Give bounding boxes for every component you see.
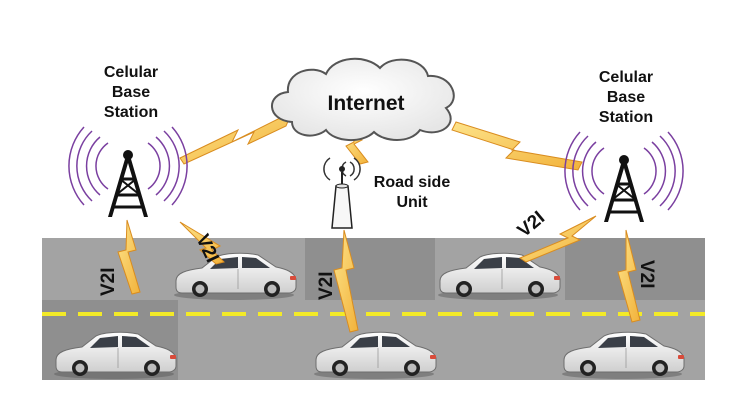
v2i-label-right-diagonal: V2I [514,207,549,241]
lightning-tower-left-car [117,219,141,295]
v2i-label-center-vertical: V2I [316,271,337,300]
cell-tower-icon [563,130,685,224]
lightning-tower-left-internet [179,110,293,165]
internet-label: Internet [327,92,404,115]
cell-tower-icon [67,125,189,219]
svg-text:Celular: Celular [599,69,653,86]
v2i-label-right-vertical: V2I [636,260,657,289]
road-side-unit-icon [323,157,361,229]
svg-text:Station: Station [599,109,653,126]
svg-text:Unit: Unit [396,194,428,211]
lightning-internet-rsu [345,128,369,165]
svg-text:Station: Station [104,104,158,121]
svg-text:Celular: Celular [104,64,158,81]
internet-cloud: Internet [271,57,455,141]
wireless-links [117,110,641,333]
svg-text:Road side: Road side [374,174,451,191]
road-side-unit: Road side Unit [323,157,451,229]
v2i-label-left-vertical: V2I [98,267,119,296]
tower-right-label: Celular Base Station [599,69,653,126]
svg-text:Base: Base [607,89,645,106]
svg-text:Base: Base [112,84,150,101]
lightning-tower-left-car2 [179,221,225,265]
cell-tower-left [67,125,189,219]
lightning-rsu-car [333,229,359,333]
cell-tower-right [563,130,685,224]
lightning-tower-right-car [518,215,597,263]
lightning-internet-tower-right [451,121,583,171]
tower-left-label: Celular Base Station [104,64,158,121]
lightning-tower-right-car2 [617,229,641,323]
